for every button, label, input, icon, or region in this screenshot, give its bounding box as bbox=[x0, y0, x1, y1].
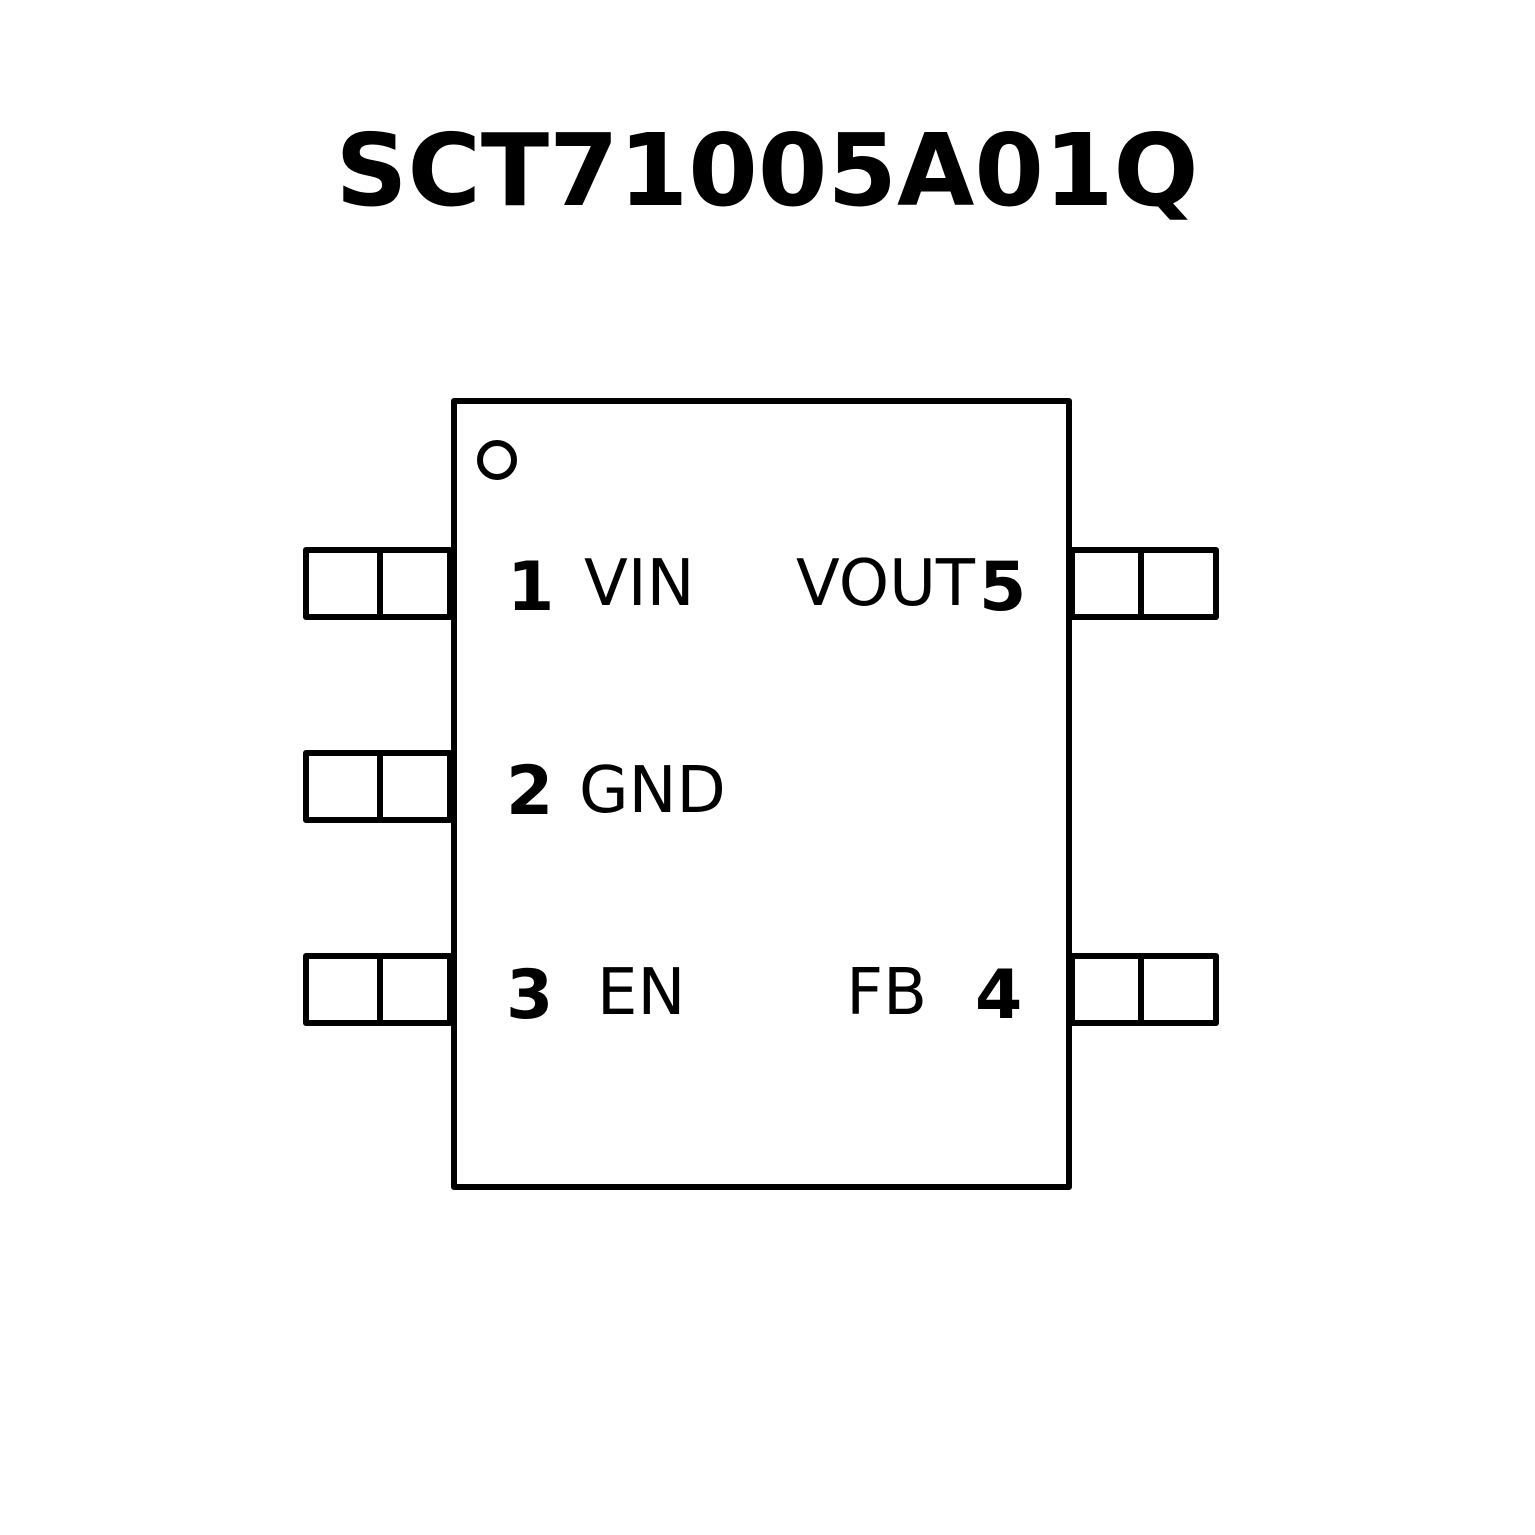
pin-1-number: 1 bbox=[507, 548, 554, 627]
pin-5-number: 5 bbox=[979, 548, 1026, 627]
pin-2-number: 2 bbox=[506, 752, 553, 831]
ic-package-body bbox=[451, 398, 1072, 1190]
pin-1-lead bbox=[303, 547, 453, 620]
pin-2-name: GND bbox=[579, 754, 726, 828]
pin-5-lead bbox=[1069, 547, 1219, 620]
pin-3-lead bbox=[303, 953, 453, 1026]
pin-1-name: VIN bbox=[584, 547, 695, 621]
pin-2-lead bbox=[303, 750, 453, 823]
pin-3-name: EN bbox=[597, 956, 685, 1030]
pin-5-name: VOUT bbox=[796, 547, 976, 621]
pin-4-lead bbox=[1069, 953, 1219, 1026]
pin-4-name: FB bbox=[846, 956, 927, 1030]
pin-3-number: 3 bbox=[506, 956, 553, 1035]
pin-4-number: 4 bbox=[975, 956, 1022, 1035]
part-number-title: SCT71005A01Q bbox=[335, 112, 1198, 229]
pin1-indicator-dot bbox=[477, 440, 517, 480]
